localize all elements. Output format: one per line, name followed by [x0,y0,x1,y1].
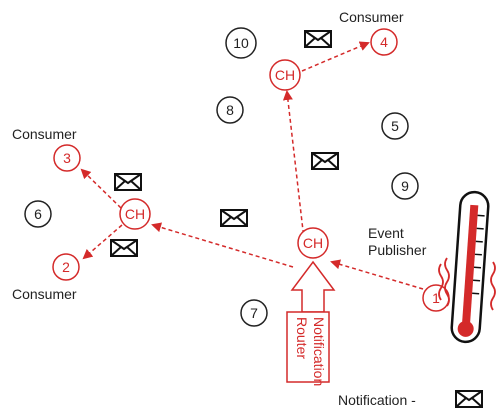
node-9: 9 [391,172,419,200]
envelope-icon [114,173,142,191]
node-2-label: 2 [62,259,70,275]
node-6-label: 6 [34,206,42,222]
node-8: 8 [216,96,244,124]
node-5-label: 5 [391,118,399,134]
envelope-icon [220,209,248,227]
arrow-top-ch-to-consumer-4 [301,41,370,72]
ch-node-hub: CH [297,227,329,259]
thermometer-icon [450,190,490,344]
ch-node-left-label: CH [125,206,145,222]
consumer-label-top: Consumer [339,9,404,25]
arrow-hub-to-top-ch [282,90,306,249]
envelope-icon [455,390,483,408]
ch-node-left: CH [119,198,151,230]
channel-nodes: CH CH CH [119,59,329,259]
node-9-label: 9 [401,178,409,194]
ch-node-hub-label: CH [303,235,323,251]
node-5: 5 [381,112,409,140]
connections [80,41,424,290]
node-4: 4 [370,28,398,56]
node-6: 6 [24,200,52,228]
node-7-label: 7 [250,305,258,321]
legend: Notification - [338,390,483,408]
router-label-line2: Router [294,317,310,359]
consumer-label-left-bottom: Consumer [12,286,77,302]
node-1-label: 1 [432,290,440,306]
node-1: 1 [422,284,450,312]
consumer-label-left-top: Consumer [12,126,77,142]
node-10: 10 [225,27,257,59]
event-publisher-label-line1: Event [368,225,404,241]
node-8-label: 8 [226,102,234,118]
envelope-icon [110,239,138,257]
router-box [286,311,330,383]
envelope-icon [311,152,339,170]
arrow-publisher-to-hub [330,259,424,290]
node-3-label: 3 [63,150,71,166]
router-label-line1: Notification [311,317,327,386]
legend-label: Notification - [338,392,416,408]
black-numbered-nodes: 5 6 7 8 9 10 [24,27,419,327]
ch-node-top-label: CH [275,67,295,83]
red-numbered-nodes: 1 2 3 4 [52,28,450,312]
arrow-left-ch-to-consumer-2 [82,224,123,260]
ch-node-top: CH [269,59,301,91]
node-3: 3 [53,144,81,172]
node-10-label: 10 [233,35,249,51]
heat-lines [438,257,496,311]
notification-router: Notification Router [286,260,336,386]
event-publisher-label-line2: Publisher [368,242,427,258]
envelope-icon [304,30,332,48]
arrow-hub-to-left-ch [151,222,294,268]
arrow-left-ch-to-consumer-3 [80,168,122,209]
node-2: 2 [52,253,80,281]
text-labels: Consumer Consumer Consumer Event Publish… [12,9,427,302]
node-4-label: 4 [380,34,388,50]
router-arrow-outline [290,260,336,313]
node-7: 7 [240,299,268,327]
